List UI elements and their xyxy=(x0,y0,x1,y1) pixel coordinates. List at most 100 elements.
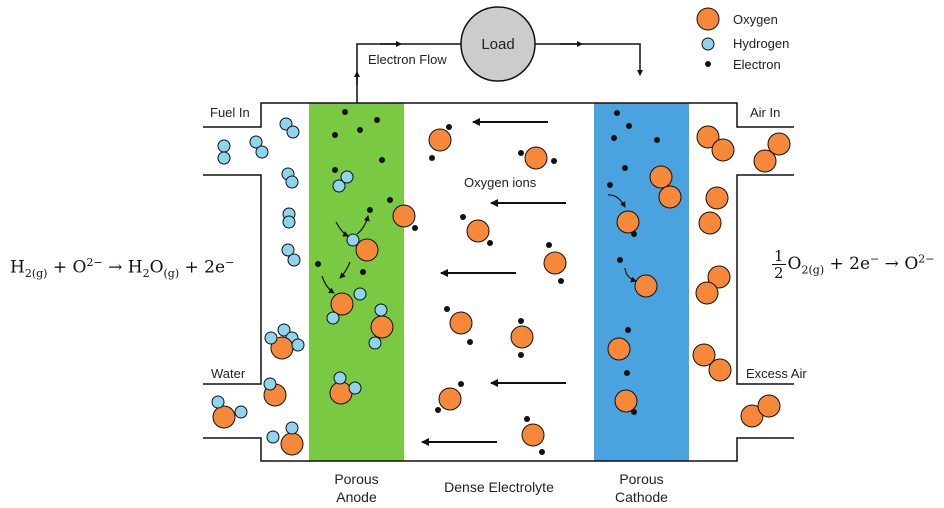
electron-flow-label: Electron Flow xyxy=(368,52,447,67)
oxygen-atom xyxy=(428,128,452,152)
electron xyxy=(518,352,524,358)
electron xyxy=(607,182,613,188)
electron xyxy=(458,381,464,387)
oxygen-atom xyxy=(392,204,416,228)
electron xyxy=(374,117,380,123)
oxygen-atom xyxy=(355,238,379,262)
electron xyxy=(539,449,545,455)
electron xyxy=(611,135,617,141)
hydrogen-atom xyxy=(263,377,277,391)
oxygen-atom xyxy=(634,274,658,298)
oxygen-atom xyxy=(212,405,236,429)
ion-flow-arrows xyxy=(421,118,566,446)
oxygen-atom xyxy=(649,165,673,189)
legend-oxygen-label: Oxygen xyxy=(733,12,778,27)
electron xyxy=(332,167,338,173)
oxygen-atom xyxy=(692,343,716,367)
oxygen-atom xyxy=(370,315,394,339)
hydrogen-atom xyxy=(291,338,305,352)
oxygen-atom xyxy=(466,219,490,243)
hydrogen-atom xyxy=(340,170,354,184)
electron xyxy=(546,242,552,248)
electron xyxy=(624,370,630,376)
electron xyxy=(412,225,418,231)
hydrogen-atom xyxy=(287,253,301,267)
oxygen-atom xyxy=(757,394,781,418)
legend-electron-label: Electron xyxy=(733,57,781,72)
oxygen-atom xyxy=(330,292,354,316)
external-circuit: Load Electron Flow xyxy=(354,6,643,103)
legend: Oxygen Hydrogen Electron xyxy=(696,7,789,72)
oxygen-atom xyxy=(767,132,791,156)
oxygen-atom xyxy=(708,358,732,382)
electron xyxy=(518,150,524,156)
anode-layer xyxy=(309,103,404,461)
fuel-in-label: Fuel In xyxy=(210,105,250,120)
oxygen-atom xyxy=(695,281,719,305)
hydrogen-atom xyxy=(285,175,299,189)
hydrogen-atom xyxy=(277,323,291,337)
water-label: Water xyxy=(211,366,246,381)
electron xyxy=(435,407,441,413)
electron xyxy=(524,416,530,422)
electron xyxy=(626,123,632,129)
hydrogen-atom xyxy=(255,145,269,159)
hydrogen-atom xyxy=(211,395,225,409)
hydrogen-atom xyxy=(368,336,382,350)
legend-hydrogen-label: Hydrogen xyxy=(733,36,789,51)
hydrogen-atom xyxy=(285,421,299,435)
air-in-label: Air In xyxy=(750,105,780,120)
hydrogen-atom xyxy=(282,215,296,229)
reaction-arrows xyxy=(321,194,637,294)
oxygen-atom xyxy=(449,311,473,335)
anode-label-line1: Porous xyxy=(334,471,379,487)
oxygen-atom xyxy=(521,423,545,447)
oxygen-atom xyxy=(707,265,731,289)
oxygen-atom xyxy=(438,387,462,411)
electron xyxy=(558,278,564,284)
oxygen-atom xyxy=(280,432,304,456)
electron xyxy=(446,124,452,130)
anode-label-line2: Anode xyxy=(336,489,377,505)
oxygen-atom xyxy=(753,149,777,173)
electron xyxy=(315,261,321,267)
hydrogen-atom xyxy=(333,371,347,385)
oxygen-atom xyxy=(614,389,638,413)
oxygen-atom xyxy=(711,138,735,162)
electron xyxy=(518,318,524,324)
oxygen-atom xyxy=(329,381,353,405)
hydrogen-atom xyxy=(353,287,367,301)
oxygen-atom xyxy=(658,185,682,209)
anode-reaction-equation: H2(g) + O2− → H2O(g) + 2e− xyxy=(10,256,235,281)
hydrogen-atom xyxy=(348,381,362,395)
electron xyxy=(332,132,338,138)
electron xyxy=(460,214,466,220)
legend-oxygen-marker xyxy=(696,7,720,31)
electron xyxy=(360,269,366,275)
load-label: Load xyxy=(481,36,514,53)
electron xyxy=(631,409,637,415)
oxygen-atom xyxy=(705,186,729,210)
particles xyxy=(211,109,791,456)
electron xyxy=(342,109,348,115)
hydrogen-atom xyxy=(374,303,388,317)
oxygen-atom xyxy=(524,146,548,170)
electron xyxy=(444,306,450,312)
oxygen-atom xyxy=(616,210,640,234)
electron xyxy=(551,158,557,164)
hydrogen-atom xyxy=(234,405,248,419)
electron xyxy=(654,137,660,143)
electron xyxy=(429,155,435,161)
cell-outline xyxy=(203,102,794,462)
hydrogen-atom xyxy=(217,151,231,165)
load-circle xyxy=(460,6,536,82)
hydrogen-atom xyxy=(281,243,295,257)
anode-label: Porous Anode xyxy=(309,470,404,506)
excess-air-label: Excess Air xyxy=(746,366,807,381)
hydrogen-atom xyxy=(286,125,300,139)
oxygen-atom xyxy=(543,251,567,275)
oxygen-atom xyxy=(698,211,722,235)
